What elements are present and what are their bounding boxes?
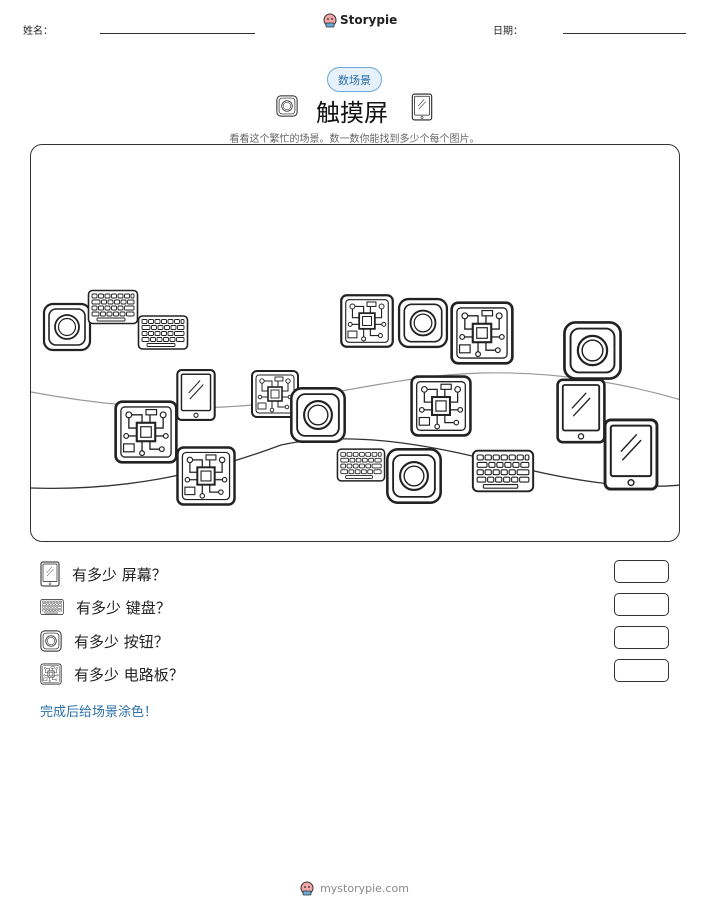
button-icon bbox=[385, 447, 443, 505]
button-icon bbox=[289, 386, 347, 444]
button-icon bbox=[397, 297, 449, 349]
screen-icon bbox=[40, 561, 60, 587]
button-icon bbox=[40, 630, 62, 652]
name-label: 姓名： bbox=[23, 26, 53, 37]
footer-url[interactable]: mystorypie.com bbox=[320, 881, 409, 895]
brand-name: Storypie bbox=[340, 13, 398, 27]
keyboard-icon bbox=[40, 598, 64, 616]
date-label: 日期： bbox=[493, 26, 523, 37]
pig-mascot-icon bbox=[323, 13, 337, 28]
answer-box-buttons[interactable] bbox=[614, 626, 669, 649]
button-icon bbox=[562, 320, 623, 381]
screen-icon bbox=[602, 417, 660, 492]
question-row-buttons: 有多少 按钮？ bbox=[40, 628, 169, 654]
question-row-keyboards: 有多少 键盘？ bbox=[40, 594, 171, 620]
title-screen-icon bbox=[411, 93, 433, 121]
circuit-board-icon bbox=[40, 663, 62, 685]
coloring-instruction: 完成后给场景涂色！ bbox=[40, 705, 158, 720]
button-icon bbox=[42, 302, 92, 352]
circuit-board-icon bbox=[339, 293, 395, 349]
question-label: 有多少 电路板？ bbox=[74, 665, 184, 684]
instructions: 看看这个繁忙的场景。数一数你能找到多少个每个图片。 bbox=[229, 134, 480, 145]
date-field-line[interactable] bbox=[563, 33, 686, 34]
keyboard-icon bbox=[471, 448, 535, 494]
answer-box-keyboards[interactable] bbox=[614, 593, 669, 616]
question-label: 有多少 屏幕？ bbox=[72, 565, 167, 584]
keyboard-icon bbox=[137, 314, 189, 351]
keyboard-icon bbox=[336, 447, 386, 483]
title-button-icon bbox=[276, 95, 298, 117]
page-title: 触摸屏 bbox=[316, 99, 388, 127]
circuit-board-icon bbox=[409, 374, 473, 438]
question-label: 有多少 键盘？ bbox=[76, 598, 171, 617]
answer-box-screens[interactable] bbox=[614, 560, 669, 583]
keyboard-icon bbox=[87, 289, 139, 325]
circuit-board-icon bbox=[175, 445, 237, 507]
name-field-line[interactable] bbox=[100, 33, 255, 34]
question-row-circuit-boards: 有多少 电路板？ bbox=[40, 661, 184, 687]
question-label: 有多少 按钮？ bbox=[74, 632, 169, 651]
scene-badge: 数场景 bbox=[327, 67, 382, 92]
circuit-board-icon bbox=[449, 300, 515, 366]
answer-box-circuit-boards[interactable] bbox=[614, 659, 669, 682]
screen-icon bbox=[555, 377, 607, 445]
brand-logo: Storypie bbox=[323, 12, 397, 28]
screen-icon bbox=[175, 368, 217, 422]
pig-mascot-icon bbox=[300, 881, 314, 896]
question-row-screens: 有多少 屏幕？ bbox=[40, 561, 167, 587]
footer: mystorypie.com bbox=[0, 880, 709, 896]
circuit-board-icon bbox=[113, 399, 179, 465]
